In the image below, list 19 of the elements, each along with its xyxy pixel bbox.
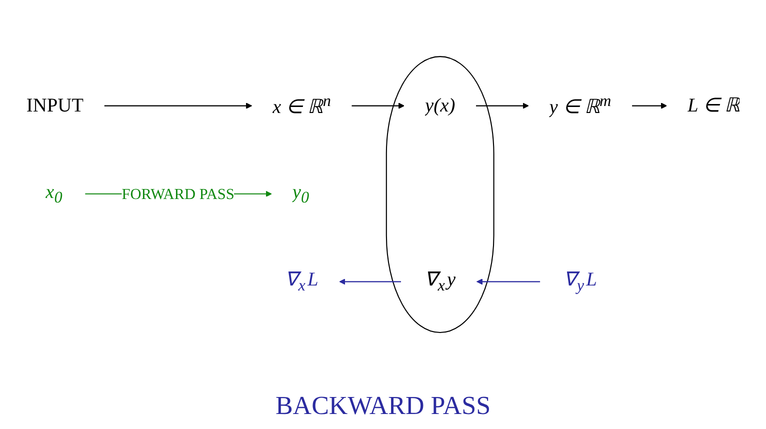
node-text: x$_{0}$ xyxy=(46,181,62,207)
node-text: ∇$_{x}$y xyxy=(424,268,456,294)
arrow xyxy=(632,102,668,109)
cluster xyxy=(386,56,494,333)
arrow xyxy=(352,102,404,109)
node-text: y ∈ ℝ$^{m}$ xyxy=(549,92,612,118)
diagram: FORWARD PASS INPUT x ∈ ℝ$^{n}$ y(x) ∇$_{x}$y y ∈ ℝ$^{m}$ L ∈ ℝ x$_{0}$ y$_{0}$ ∇$_{x}$L ∇$_{y}$L xyxy=(0,50,766,338)
node-text: x ∈ ℝ$^{n}$ xyxy=(272,92,331,118)
caption-text: BACKWARD PASS xyxy=(275,391,491,421)
node-text: y(x) xyxy=(425,94,456,116)
node-text: L ∈ ℝ xyxy=(688,94,740,116)
arrow xyxy=(104,102,252,109)
node-text: ∇$_{x}$L xyxy=(285,268,318,294)
arrow xyxy=(339,278,401,285)
node-text: ∇$_{y}$L xyxy=(564,268,597,294)
arrow xyxy=(476,102,529,109)
node-text: INPUT xyxy=(26,94,84,116)
node-text: y$_{0}$ xyxy=(292,181,310,207)
arrow xyxy=(476,278,540,285)
